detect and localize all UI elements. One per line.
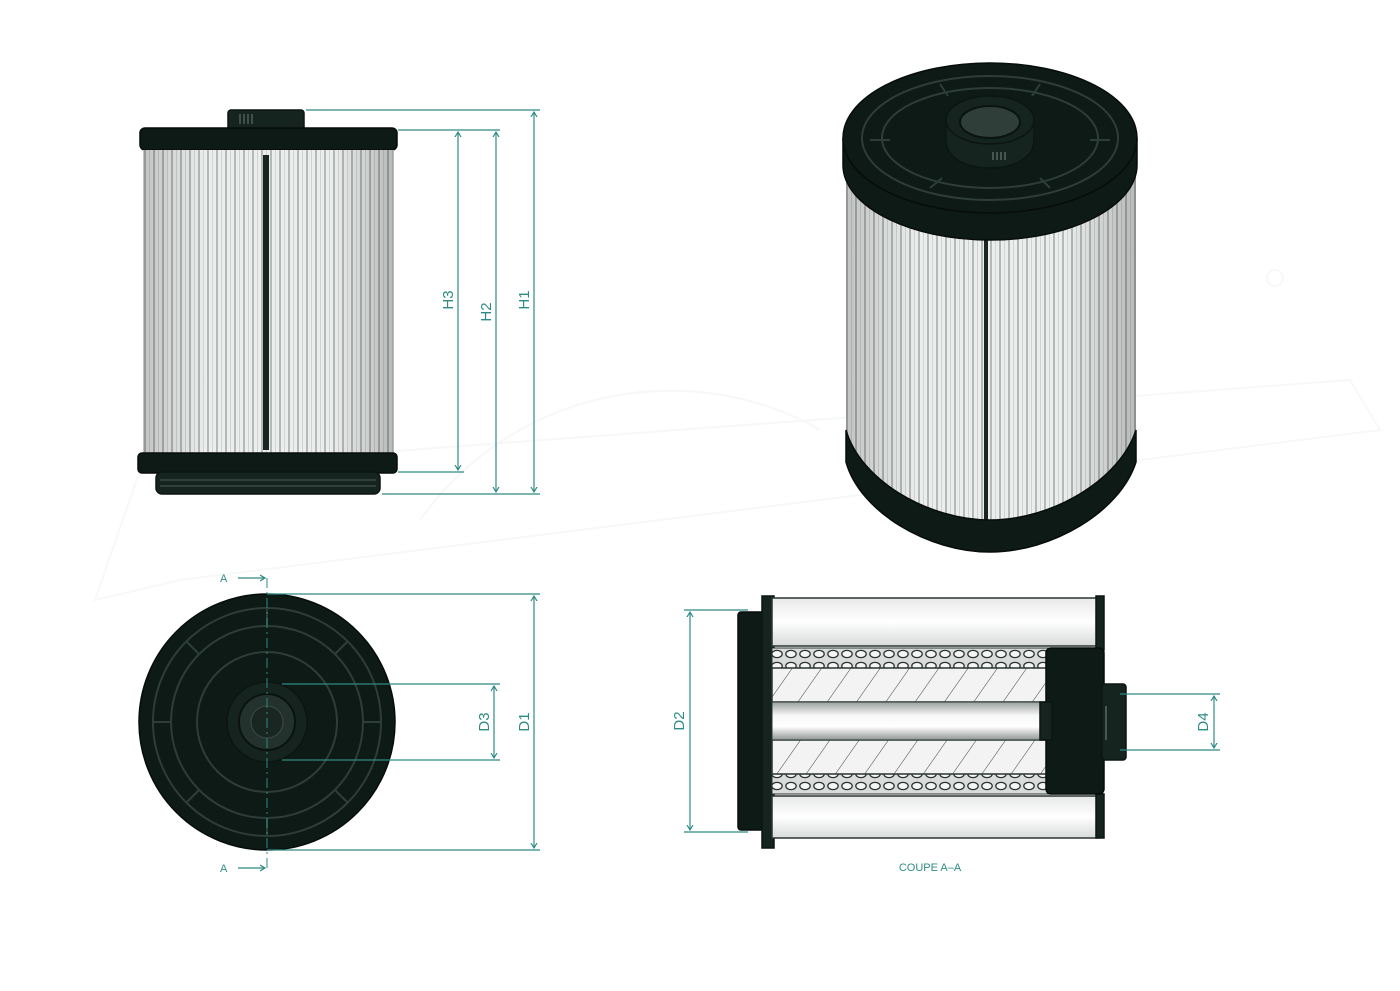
section-media-bottom (771, 795, 1099, 839)
dimension-d3: D3 (476, 712, 493, 731)
section-media-top (771, 597, 1099, 647)
bottom-seal (155, 471, 381, 495)
section-mesh-bottom (771, 773, 1059, 795)
section-mesh-top (771, 647, 1059, 669)
front-view (137, 109, 398, 495)
dimension-d4: D4 (1195, 712, 1212, 731)
section-right-cap (1045, 647, 1105, 795)
dimension-d2: D2 (671, 711, 688, 730)
section-marker-bottom: A (220, 863, 228, 875)
iso-outlet-hole (959, 105, 1021, 139)
section-marker-top: A (220, 573, 228, 585)
dimension-h3: H3 (440, 290, 457, 309)
seam-line (263, 155, 269, 450)
dimension-h1: H1 (516, 290, 533, 309)
section-core-top (771, 667, 1049, 703)
section-view (737, 595, 1127, 849)
isometric-view (842, 62, 1138, 553)
watermark (93, 269, 1382, 602)
iso-bottom-cap (845, 429, 1137, 553)
dimension-h2: H2 (478, 302, 495, 321)
section-caption: COUPE A–A (899, 862, 962, 874)
front-dimensions: H3 H2 H1 (306, 109, 540, 495)
top-view-dimensions: A A D3 D1 (220, 573, 540, 875)
top-end-cap (139, 127, 398, 151)
section-core-bottom (771, 739, 1049, 775)
bottom-end-cap (137, 452, 398, 474)
section-left-cap (737, 611, 765, 831)
section-center-tube (771, 701, 1049, 741)
section-dimensions: D2 D4 COUPE A–A (671, 609, 1220, 874)
dimension-d1: D1 (516, 712, 533, 731)
section-outlet (1101, 683, 1127, 761)
